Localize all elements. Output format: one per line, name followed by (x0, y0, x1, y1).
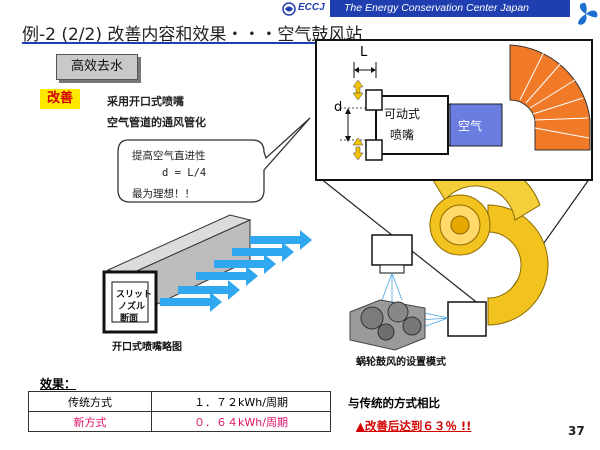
callout-line-1: 提高空气直进性 (132, 150, 206, 162)
org-abbr: ECCJ (298, 2, 325, 13)
gear-parts (349, 299, 426, 351)
page-number: 37 (568, 424, 585, 438)
result-text: ▲改善后达到６３％ !! (356, 419, 472, 433)
value-cell: １．７２kWh/周期 (151, 391, 331, 412)
dim-d-label: d (334, 100, 343, 115)
movable-nozzle (375, 95, 449, 155)
compare-text: 与传统的方式相比 (348, 396, 440, 410)
slit-caption: 开口式喷嘴略图 (112, 342, 182, 353)
improve-badge: 改善 (40, 89, 80, 109)
slit-label-3: 断面 (120, 314, 139, 324)
method-cell: 新方式 (28, 411, 152, 432)
method-cell: 传统方式 (28, 391, 152, 412)
slit-label-2: ノズル (118, 302, 146, 312)
slit-label-1: スリット (116, 290, 153, 300)
orange-fan (509, 44, 591, 151)
effect-heading: 效果： (40, 377, 77, 391)
callout-line-3: 最为理想！！ (132, 188, 195, 200)
eccj-logo (282, 1, 296, 16)
clover-logo-icon (572, 0, 600, 28)
page-title: 例-2 (2/2) 改善内容和效果・・・空气鼓风站 (22, 25, 363, 45)
air-label: 空气 (458, 119, 483, 133)
org-banner: The Energy Conservation Center Japan (330, 0, 570, 17)
adjust-arrows (352, 79, 364, 161)
title-underline (22, 42, 432, 44)
improve-line-2: 空气管道的通风管化 (107, 116, 206, 129)
air-flow-arrows (160, 230, 312, 312)
effect-table: 传统方式 １．７２kWh/周期 新方式 ０．６４kWh/周期 (28, 391, 331, 432)
movable-nozzle-label-2: 喷嘴 (390, 128, 415, 142)
nozzle-box-top (371, 234, 413, 266)
improve-line-1: 采用开口式喷嘴 (107, 95, 184, 108)
nozzle-box-right (447, 301, 487, 337)
value-cell: ０．６４kWh/周期 (151, 411, 331, 432)
topic-tag: 高效去水 (56, 54, 138, 80)
callout-formula: d = L/4 (162, 167, 207, 179)
slit-nozzle-bar (102, 214, 252, 334)
blower-caption: 蜗轮鼓风的设置模式 (356, 357, 446, 368)
table-row: 传统方式 １．７２kWh/周期 (28, 391, 331, 412)
dim-L-label: L (360, 45, 368, 60)
callout-bubble (117, 117, 311, 203)
movable-nozzle-label-1: 可动式 (384, 107, 421, 121)
table-row: 新方式 ０．６４kWh/周期 (28, 411, 331, 432)
air-chamber (449, 103, 503, 147)
blower-duct (429, 158, 549, 326)
